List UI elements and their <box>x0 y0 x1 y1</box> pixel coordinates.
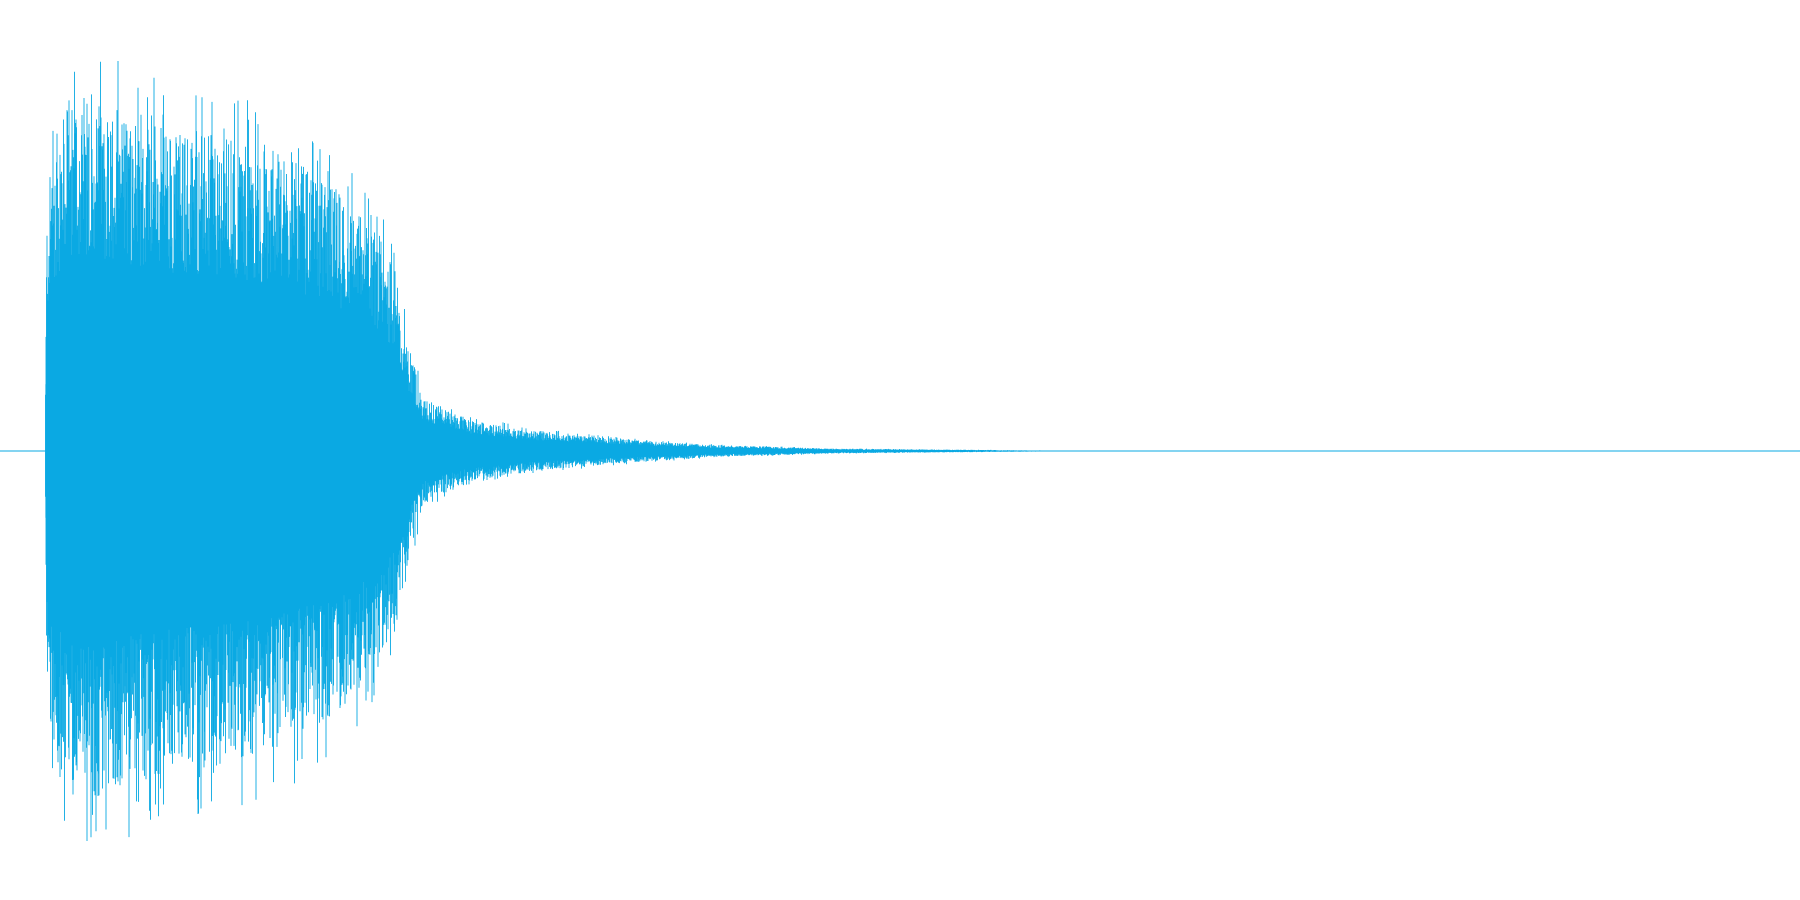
waveform-chart <box>0 61 1800 841</box>
waveform-display <box>0 61 1800 841</box>
